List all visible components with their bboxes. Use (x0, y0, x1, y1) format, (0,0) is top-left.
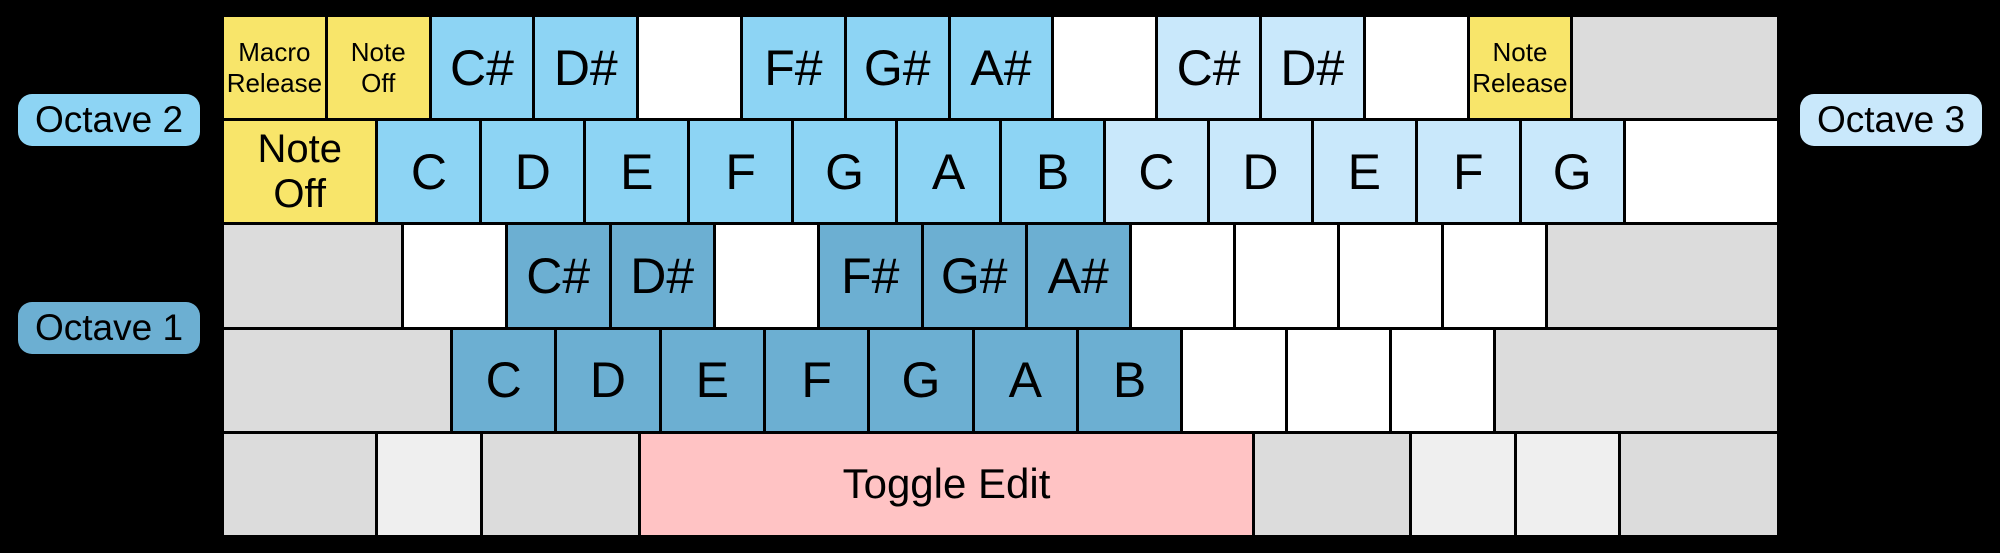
key-f-sharp: F# (742, 17, 844, 119)
key-unlabeled-modifier (224, 225, 401, 327)
key-c: C (452, 329, 555, 431)
key-g: G (870, 329, 972, 431)
key-c: C (1105, 121, 1207, 223)
key-f: F (1417, 121, 1519, 223)
key-c-sharp: C# (1158, 17, 1259, 119)
key-unlabeled-unmapped (1365, 17, 1467, 119)
key-note-release: Note Release (1469, 17, 1571, 119)
keyboard-row-5: Toggle Edit (224, 433, 1777, 536)
key-toggle-edit: Toggle Edit (640, 433, 1253, 536)
octave-3-badge: Octave 3 (1800, 94, 1982, 146)
key-unlabeled-modifier (482, 433, 638, 536)
key-macro-release: Macro Release (224, 17, 325, 119)
key-g-sharp: G# (923, 225, 1025, 327)
keyboard-row-3: C#D# F#G#A# (224, 225, 1778, 327)
key-unlabeled-modifier (224, 329, 450, 431)
octave-1-badge: Octave 1 (18, 302, 200, 354)
key-g: G (794, 121, 896, 223)
key-note-off: Note Off (327, 17, 429, 119)
key-unlabeled-unmapped (639, 17, 740, 119)
key-d-sharp: D# (1261, 17, 1363, 119)
key-unlabeled-unmapped (1625, 121, 1778, 223)
key-unlabeled-unmapped (1339, 225, 1441, 327)
key-unlabeled-unmapped (1131, 225, 1233, 327)
key-unlabeled-modifier_light (1412, 433, 1515, 536)
key-c-sharp: C# (431, 17, 533, 119)
key-f: F (765, 329, 868, 431)
key-unlabeled-unmapped (1391, 329, 1494, 431)
key-unlabeled-unmapped (1443, 225, 1545, 327)
key-unlabeled-modifier (224, 433, 375, 536)
key-unlabeled-modifier_light (1517, 433, 1619, 536)
key-a-sharp: A# (950, 17, 1052, 119)
key-unlabeled-modifier (1547, 225, 1778, 327)
key-a: A (898, 121, 1000, 223)
key-unlabeled-modifier (1621, 433, 1777, 536)
key-unlabeled-unmapped (1235, 225, 1337, 327)
key-d-sharp: D# (535, 17, 637, 119)
key-a-sharp: A# (1027, 225, 1129, 327)
key-d: D (557, 329, 659, 431)
key-unlabeled-unmapped (1183, 329, 1285, 431)
key-unlabeled-modifier (1255, 433, 1410, 536)
key-unlabeled-unmapped (715, 225, 817, 327)
key-unlabeled-unmapped (1287, 329, 1389, 431)
key-unlabeled-modifier_light (377, 433, 480, 536)
key-g-sharp: G# (846, 17, 948, 119)
key-a: A (974, 329, 1076, 431)
key-unlabeled-unmapped (403, 225, 505, 327)
key-b: B (1078, 329, 1181, 431)
key-d-sharp: D# (611, 225, 713, 327)
key-unlabeled-modifier (1573, 17, 1777, 119)
key-f-sharp: F# (819, 225, 921, 327)
key-e: E (586, 121, 688, 223)
key-f: F (690, 121, 792, 223)
key-d: D (1209, 121, 1311, 223)
key-note-off: Note Off (224, 121, 376, 223)
key-e: E (1313, 121, 1415, 223)
key-b: B (1002, 121, 1103, 223)
key-c: C (378, 121, 480, 223)
key-d: D (482, 121, 584, 223)
key-c-sharp: C# (507, 225, 609, 327)
key-e: E (661, 329, 763, 431)
key-g: G (1521, 121, 1623, 223)
key-unlabeled-modifier (1496, 329, 1777, 431)
octave-2-badge: Octave 2 (18, 94, 200, 146)
key-unlabeled-unmapped (1054, 17, 1156, 119)
